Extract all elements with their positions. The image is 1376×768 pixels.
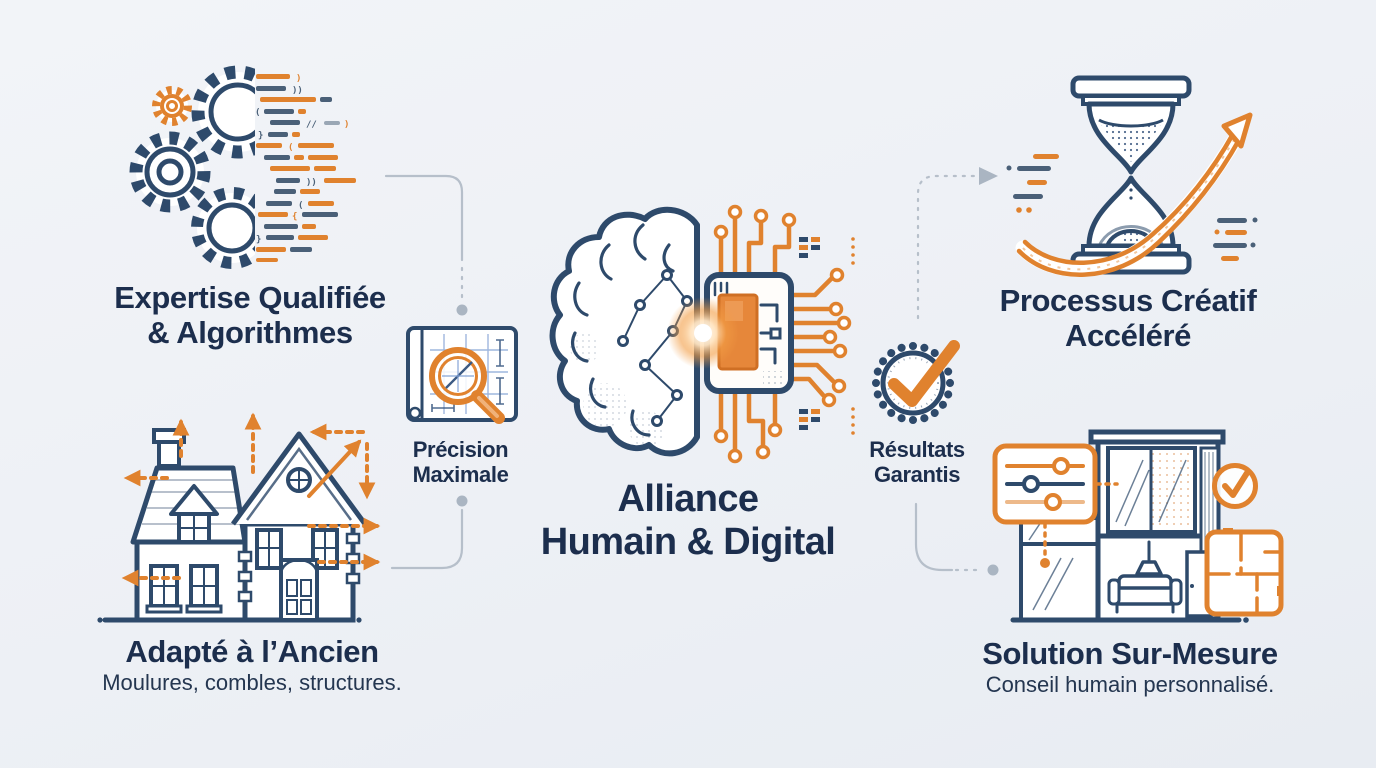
connector-dot bbox=[456, 495, 468, 507]
expertise-section: ) )) ( //) } ( )) ( { } bbox=[118, 64, 418, 270]
resultats-title-line2: Garantis bbox=[873, 461, 961, 487]
connector-dot bbox=[987, 564, 999, 576]
check-icon bbox=[888, 340, 960, 407]
ancien-section bbox=[95, 402, 400, 634]
surmesure-title: Solution Sur-Mesure bbox=[982, 636, 1278, 671]
brain-half-icon bbox=[549, 206, 700, 457]
ancien-title: Adapté à l’Ancien bbox=[125, 634, 379, 669]
gears-code-icon: ) )) ( //) } ( )) ( { } bbox=[129, 65, 356, 269]
precision-title: Précision Maximale bbox=[388, 437, 533, 488]
connector-dot bbox=[456, 304, 468, 316]
fusion-glow-icon bbox=[667, 297, 739, 369]
blueprint-magnifier-icon bbox=[406, 326, 518, 424]
code-glyph: )) bbox=[292, 86, 303, 96]
code-glyph: ( bbox=[298, 201, 303, 211]
magnifier-icon bbox=[429, 347, 505, 424]
surmesure-subtitle: Conseil humain personnalisé. bbox=[985, 672, 1275, 697]
seal-icon bbox=[872, 342, 954, 424]
resultats-section bbox=[866, 330, 972, 430]
code-lines-icon: ) )) ( //) } ( )) ( { } bbox=[255, 74, 356, 262]
pendant-lamp-icon bbox=[1135, 540, 1163, 576]
center-title: Alliance Humain & Digital bbox=[468, 478, 908, 564]
center-title-line2: Humain & Digital bbox=[540, 520, 836, 563]
building-custom-icon bbox=[992, 429, 1284, 623]
code-glyph: )) bbox=[306, 178, 317, 188]
house-arrows-icon bbox=[97, 412, 381, 623]
code-glyph: ) bbox=[344, 120, 349, 130]
sliders-panel-icon bbox=[992, 443, 1119, 568]
surmesure-section bbox=[983, 424, 1285, 636]
hourglass-icon bbox=[1070, 75, 1192, 275]
code-glyph: { bbox=[292, 212, 297, 222]
resultats-title-line1: Résultats bbox=[869, 437, 965, 462]
circuit-half-icon bbox=[704, 204, 855, 464]
connector-arrowhead bbox=[979, 167, 998, 185]
precision-section bbox=[396, 320, 524, 438]
precision-title-line1: Précision bbox=[412, 437, 509, 462]
old-house-icon bbox=[97, 428, 368, 623]
center-title-line1: Alliance bbox=[617, 478, 760, 520]
code-glyph: ( bbox=[255, 108, 260, 118]
data-bits-icon bbox=[799, 237, 855, 435]
badge-check-icon bbox=[872, 340, 960, 424]
gear-small-orange-icon bbox=[152, 86, 192, 126]
expertise-title-line2: & Algorithmes bbox=[147, 315, 353, 351]
connector-topleft bbox=[384, 174, 464, 262]
gear-top-navy-icon bbox=[191, 65, 255, 159]
speed-lines-icon bbox=[1213, 217, 1258, 261]
arched-window-icon bbox=[145, 564, 183, 614]
speed-lines-icon bbox=[1006, 154, 1059, 213]
expertise-title-line1: Expertise Qualifiée bbox=[114, 280, 386, 315]
accelerate-arrow-icon bbox=[1015, 112, 1253, 277]
precision-title-line2: Maximale bbox=[412, 461, 509, 487]
processus-title-line2: Accéléré bbox=[1064, 318, 1192, 354]
processus-title-line1: Processus Créatif bbox=[999, 283, 1257, 318]
ancien-subtitle: Moulures, combles, structures. bbox=[102, 670, 402, 695]
floorplan-icon bbox=[1204, 528, 1284, 617]
connector-bottomright bbox=[914, 502, 954, 572]
expertise-title: Expertise Qualifiée & Algorithmes bbox=[75, 280, 425, 350]
gear-bottom-navy-icon bbox=[191, 187, 255, 269]
connector-bottomleft bbox=[390, 508, 464, 570]
front-door-icon bbox=[279, 558, 319, 622]
sofa-icon bbox=[1107, 574, 1183, 614]
processus-section bbox=[1003, 70, 1273, 295]
connector-topright bbox=[916, 174, 978, 320]
code-glyph: ) bbox=[296, 74, 301, 84]
resultats-title: Résultats Garantis bbox=[852, 437, 982, 488]
code-glyph: } bbox=[258, 131, 263, 141]
center-section bbox=[545, 183, 860, 473]
check-circle-icon bbox=[1212, 463, 1258, 509]
measure-arrows-icon bbox=[121, 412, 381, 587]
hourglass-arrow-icon bbox=[1006, 75, 1258, 277]
gear-large-navy-icon bbox=[129, 131, 211, 213]
code-glyph: ( bbox=[288, 143, 293, 153]
arched-window-icon bbox=[185, 564, 223, 614]
brain-circuit-icon bbox=[549, 204, 855, 464]
processus-title: Processus Créatif Accéléré bbox=[968, 283, 1288, 353]
code-glyph: } bbox=[256, 235, 261, 245]
code-glyph: // bbox=[306, 120, 317, 130]
